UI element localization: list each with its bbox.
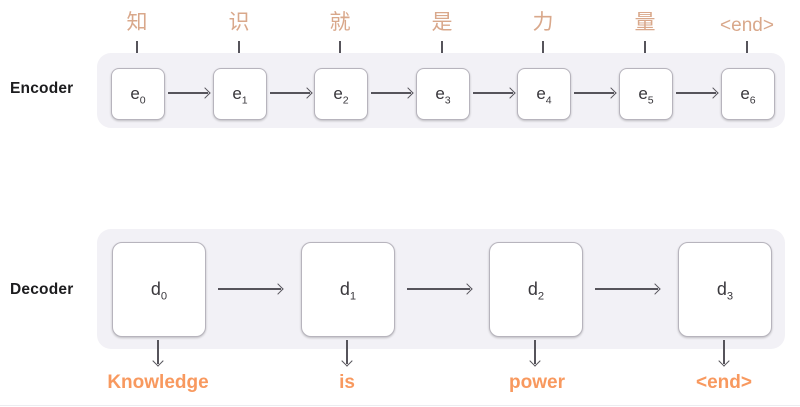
arrow-down-icon xyxy=(441,41,443,63)
cell-subscript: 1 xyxy=(349,290,357,303)
decoder-cell-d0: d0 xyxy=(112,242,206,337)
decoder-output-token: Knowledge xyxy=(107,372,209,393)
cell-subscript: 3 xyxy=(726,290,734,303)
cell-text: d xyxy=(339,279,350,299)
encoder-input-token: 识 xyxy=(228,11,250,34)
encoder-cell-e1: e1 xyxy=(213,68,267,120)
cell-text: e xyxy=(130,84,140,103)
encoder-input-token: 量 xyxy=(634,11,656,34)
cell-subscript: 2 xyxy=(537,290,545,303)
cell-subscript: 3 xyxy=(444,94,451,107)
decoder-output-token: power xyxy=(509,372,565,393)
cell-text: e xyxy=(435,84,445,103)
encoder-input-token: 就 xyxy=(329,11,351,34)
arrow-down-icon xyxy=(136,41,138,63)
arrow-right-icon xyxy=(168,92,208,94)
cell-subscript: 1 xyxy=(241,94,248,107)
arrow-down-icon xyxy=(542,41,544,63)
decoder-cell-d1: d1 xyxy=(301,242,395,337)
cell-text: e xyxy=(536,84,546,103)
arrow-down-icon xyxy=(644,41,646,63)
encoder-cell-e3: e3 xyxy=(416,68,470,120)
arrow-right-icon xyxy=(473,92,513,94)
encoder-cell-e4: e4 xyxy=(517,68,571,120)
arrow-down-icon xyxy=(339,41,341,63)
cell-text: d xyxy=(716,279,727,299)
arrow-right-icon xyxy=(574,92,614,94)
decoder-cell-d2: d2 xyxy=(489,242,583,337)
arrow-down-icon xyxy=(346,340,348,364)
arrow-right-icon xyxy=(270,92,310,94)
encoder-cell-e0: e0 xyxy=(111,68,165,120)
encoder-input-token: 知 xyxy=(126,11,148,34)
arrow-down-icon xyxy=(723,340,725,364)
cell-subscript: 2 xyxy=(342,94,349,107)
cell-subscript: 6 xyxy=(749,94,756,107)
encoder-input-token: 是 xyxy=(431,11,453,34)
arrow-right-icon xyxy=(218,288,281,290)
arrow-down-icon xyxy=(157,340,159,364)
cell-subscript: 5 xyxy=(647,94,654,107)
decoder-label: Decoder xyxy=(10,281,74,298)
cell-text: e xyxy=(333,84,343,103)
decoder-output-token-end: <end> xyxy=(696,372,752,393)
arrow-down-icon xyxy=(534,340,536,364)
encoder-cell-e6: e6 xyxy=(721,68,775,120)
cell-text: e xyxy=(638,84,648,103)
arrow-down-icon xyxy=(238,41,240,63)
arrow-right-icon xyxy=(595,288,658,290)
cell-subscript: 0 xyxy=(160,290,168,303)
encoder-cell-e5: e5 xyxy=(619,68,673,120)
cell-subscript: 4 xyxy=(545,94,552,107)
arrow-down-icon xyxy=(746,41,748,63)
bottom-divider xyxy=(0,405,800,406)
encoder-input-token-end: <end> xyxy=(720,15,774,36)
encoder-input-token: 力 xyxy=(532,11,554,34)
cell-text: e xyxy=(232,84,242,103)
cell-text: e xyxy=(740,84,750,103)
encoder-label: Encoder xyxy=(10,80,74,97)
arrow-right-icon xyxy=(407,288,470,290)
arrow-right-icon xyxy=(371,92,411,94)
decoder-cell-d3: d3 xyxy=(678,242,772,337)
cell-subscript: 0 xyxy=(139,94,146,107)
cell-text: d xyxy=(527,279,538,299)
encoder-cell-e2: e2 xyxy=(314,68,368,120)
decoder-output-token: is xyxy=(339,372,355,393)
cell-text: d xyxy=(150,279,161,299)
arrow-right-icon xyxy=(676,92,716,94)
